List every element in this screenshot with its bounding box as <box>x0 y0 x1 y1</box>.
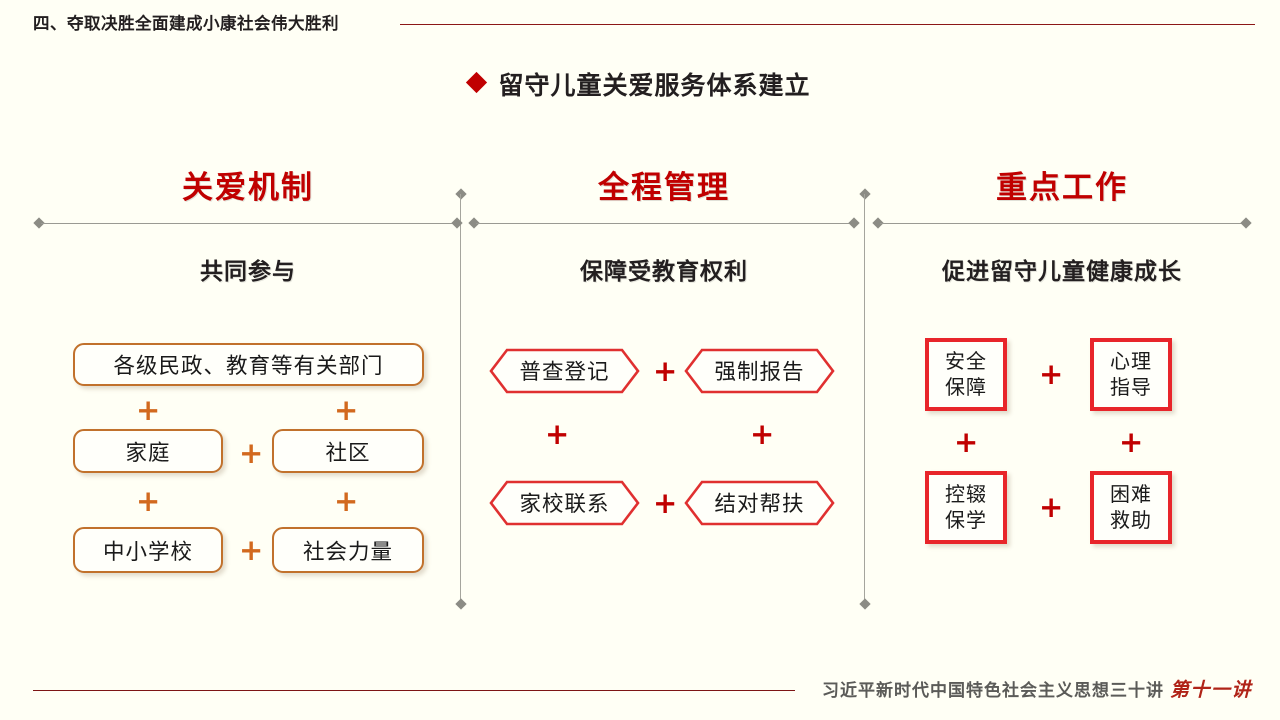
column-subtitle: 保障受教育权利 <box>580 258 748 284</box>
hexagon-label: 结对帮扶 <box>714 492 805 516</box>
column-subtitle: 促进留守儿童健康成长 <box>942 258 1182 284</box>
hexagon-label: 普查登记 <box>519 360 610 384</box>
plus-sign: + <box>653 486 678 520</box>
hexagon-label: 强制报告 <box>714 360 805 384</box>
hexagon-mandatory-report[interactable]: 强制报告 <box>684 348 835 394</box>
box-label-line1: 心理 <box>1110 350 1152 373</box>
diamond-cap-icon <box>859 598 871 610</box>
section-title: 四、夺取决胜全面建成小康社会伟大胜利 <box>33 15 339 33</box>
column-separator-2 <box>859 188 871 610</box>
box-label: 社区 <box>325 440 371 465</box>
footer-lecture-number: 第十一讲 <box>1170 679 1253 701</box>
plus-sign: + <box>1119 425 1144 459</box>
box-label: 家庭 <box>125 440 171 465</box>
hexagon-shape-icon <box>489 480 640 526</box>
box-label: 各级民政、教育等有关部门 <box>113 354 384 378</box>
column-heading-divider <box>468 217 860 230</box>
divider-line <box>880 223 1244 224</box>
diamond-cap-icon <box>848 217 860 229</box>
hexagon-label: 家校联系 <box>519 492 610 516</box>
box-label: 社会力量 <box>302 539 393 564</box>
column-heading: 全程管理 <box>598 170 730 205</box>
plus-sign: + <box>1039 490 1064 524</box>
divider-line <box>41 223 455 224</box>
diamond-cap-icon <box>1240 217 1252 229</box>
plus-sign: + <box>136 393 161 427</box>
column-care-mechanism: 关爱机制 共同参与 <box>33 168 463 286</box>
diamond-bullet-icon <box>466 71 488 93</box>
hexagon-census-registration[interactable]: 普查登记 <box>489 348 640 394</box>
box-social-forces[interactable]: 社会力量 <box>272 527 424 573</box>
plus-sign: + <box>136 484 161 518</box>
hexagon-shape-icon <box>684 480 835 526</box>
divider-line <box>476 223 852 224</box>
box-label-line1: 控辍 <box>945 483 987 506</box>
box-difficulty-relief[interactable]: 困难 救助 <box>1090 471 1172 544</box>
hexagon-home-school-contact[interactable]: 家校联系 <box>489 480 640 526</box>
main-title-block: 留守儿童关爱服务体系建立 <box>0 66 1280 102</box>
box-psychological-guidance[interactable]: 心理 指导 <box>1090 338 1172 411</box>
separator-line <box>864 194 865 604</box>
box-community[interactable]: 社区 <box>272 429 424 473</box>
box-safety-guarantee[interactable]: 安全 保障 <box>925 338 1007 411</box>
diamond-cap-icon <box>455 598 467 610</box>
main-title-inner: 留守儿童关爱服务体系建立 <box>466 66 811 102</box>
plus-sign: + <box>239 533 264 567</box>
box-label-line1: 困难 <box>1110 483 1152 506</box>
box-label-line2: 保学 <box>945 509 987 532</box>
box-label: 中小学校 <box>102 539 193 564</box>
hexagon-shape-icon <box>489 348 640 394</box>
hexagon-pair-assistance[interactable]: 结对帮扶 <box>684 480 835 526</box>
main-title-text: 留守儿童关爱服务体系建立 <box>498 72 811 100</box>
box-family[interactable]: 家庭 <box>73 429 223 473</box>
column-full-process-management: 全程管理 保障受教育权利 <box>468 168 860 286</box>
column-heading-divider <box>872 217 1252 230</box>
box-label-line2: 救助 <box>1110 509 1152 532</box>
plus-sign: + <box>545 417 570 451</box>
column-heading: 重点工作 <box>996 170 1128 205</box>
plus-sign: + <box>334 393 359 427</box>
column-subtitle: 共同参与 <box>200 258 296 284</box>
plus-sign: + <box>954 425 979 459</box>
box-label-line2: 保障 <box>945 376 987 399</box>
box-departments[interactable]: 各级民政、教育等有关部门 <box>73 343 424 386</box>
plus-sign: + <box>334 484 359 518</box>
plus-sign: + <box>653 354 678 388</box>
box-label-line1: 安全 <box>945 350 987 373</box>
plus-sign: + <box>750 417 775 451</box>
box-label-line2: 指导 <box>1110 376 1152 399</box>
diamond-cap-icon <box>859 188 871 200</box>
separator-line <box>460 194 461 604</box>
plus-sign: + <box>1039 357 1064 391</box>
footer-divider-line <box>33 690 795 691</box>
box-schools[interactable]: 中小学校 <box>73 527 223 573</box>
footer-series-title: 习近平新时代中国特色社会主义思想三十讲 <box>822 681 1164 700</box>
diamond-cap-icon <box>451 217 463 229</box>
column-heading-divider <box>33 217 463 230</box>
plus-sign: + <box>239 436 264 470</box>
header-divider-line <box>400 24 1255 25</box>
column-key-tasks: 重点工作 促进留守儿童健康成长 <box>872 168 1252 286</box>
column-heading: 关爱机制 <box>182 170 314 205</box>
box-dropout-prevention[interactable]: 控辍 保学 <box>925 471 1007 544</box>
slide-header: 四、夺取决胜全面建成小康社会伟大胜利 <box>0 0 1280 46</box>
column-separator-1 <box>455 188 467 610</box>
hexagon-shape-icon <box>684 348 835 394</box>
